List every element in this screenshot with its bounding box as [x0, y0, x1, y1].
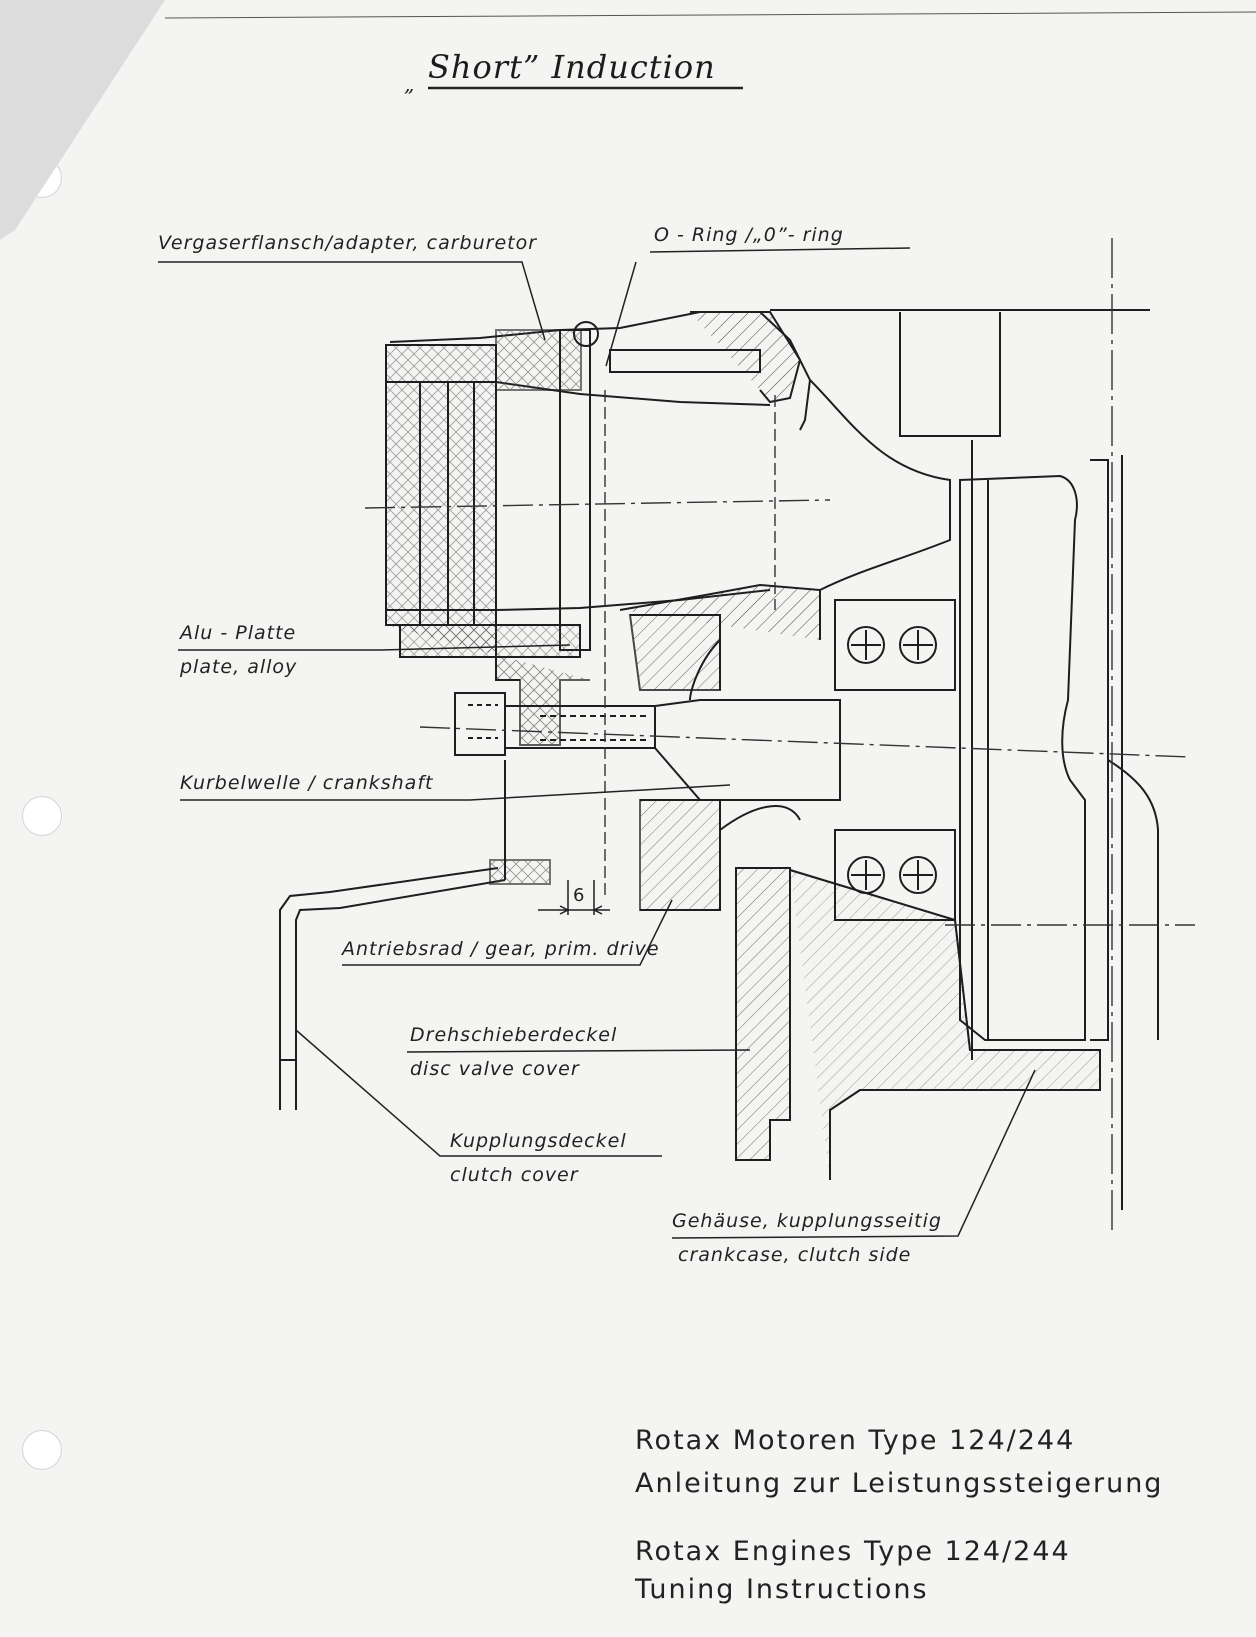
binder-hole-bottom — [22, 1430, 62, 1470]
title-open-quote: „ — [404, 72, 415, 96]
folded-corner — [0, 0, 165, 240]
footer-line-2: Anleitung zur Leistungssteigerung — [635, 1468, 1164, 1499]
center-lines — [364, 238, 1195, 1230]
footer-line-1: Rotax Motoren Type 124/244 — [635, 1425, 1076, 1456]
label-crankshaft: Kurbelwelle / crankshaft — [180, 772, 434, 794]
label-crankcase-en: crankcase, clutch side — [678, 1244, 912, 1266]
label-clutch-cover-en: clutch cover — [450, 1164, 579, 1186]
label-alu-plate-de: Alu - Platte — [180, 622, 297, 644]
binder-hole-middle — [22, 796, 62, 836]
drawing-title: Short” Induction — [428, 48, 716, 86]
label-disc-valve-de: Drehschieberdeckel — [410, 1024, 618, 1046]
label-gear-primary-drive: Antriebsrad / gear, prim. drive — [342, 938, 660, 960]
label-disc-valve-en: disc valve cover — [410, 1058, 580, 1080]
label-alu-plate-en: plate, alloy — [180, 656, 298, 678]
dimension-value: 6 — [573, 885, 585, 906]
footer-line-3: Rotax Engines Type 124/244 — [635, 1536, 1071, 1567]
leader-lines — [158, 247, 1036, 1239]
sheet-top-edge — [164, 11, 1256, 19]
label-o-ring: O - Ring /„0”- ring — [654, 224, 844, 246]
label-clutch-cover-de: Kupplungsdeckel — [450, 1130, 627, 1152]
adapter-flange — [385, 344, 497, 626]
induction-assembly — [279, 309, 1159, 1210]
footer-line-4: Tuning Instructions — [635, 1574, 929, 1605]
label-crankcase-de: Gehäuse, kupplungsseitig — [672, 1210, 942, 1232]
label-carburetor-adapter: Vergaserflansch/adapter, carburetor — [158, 232, 538, 254]
